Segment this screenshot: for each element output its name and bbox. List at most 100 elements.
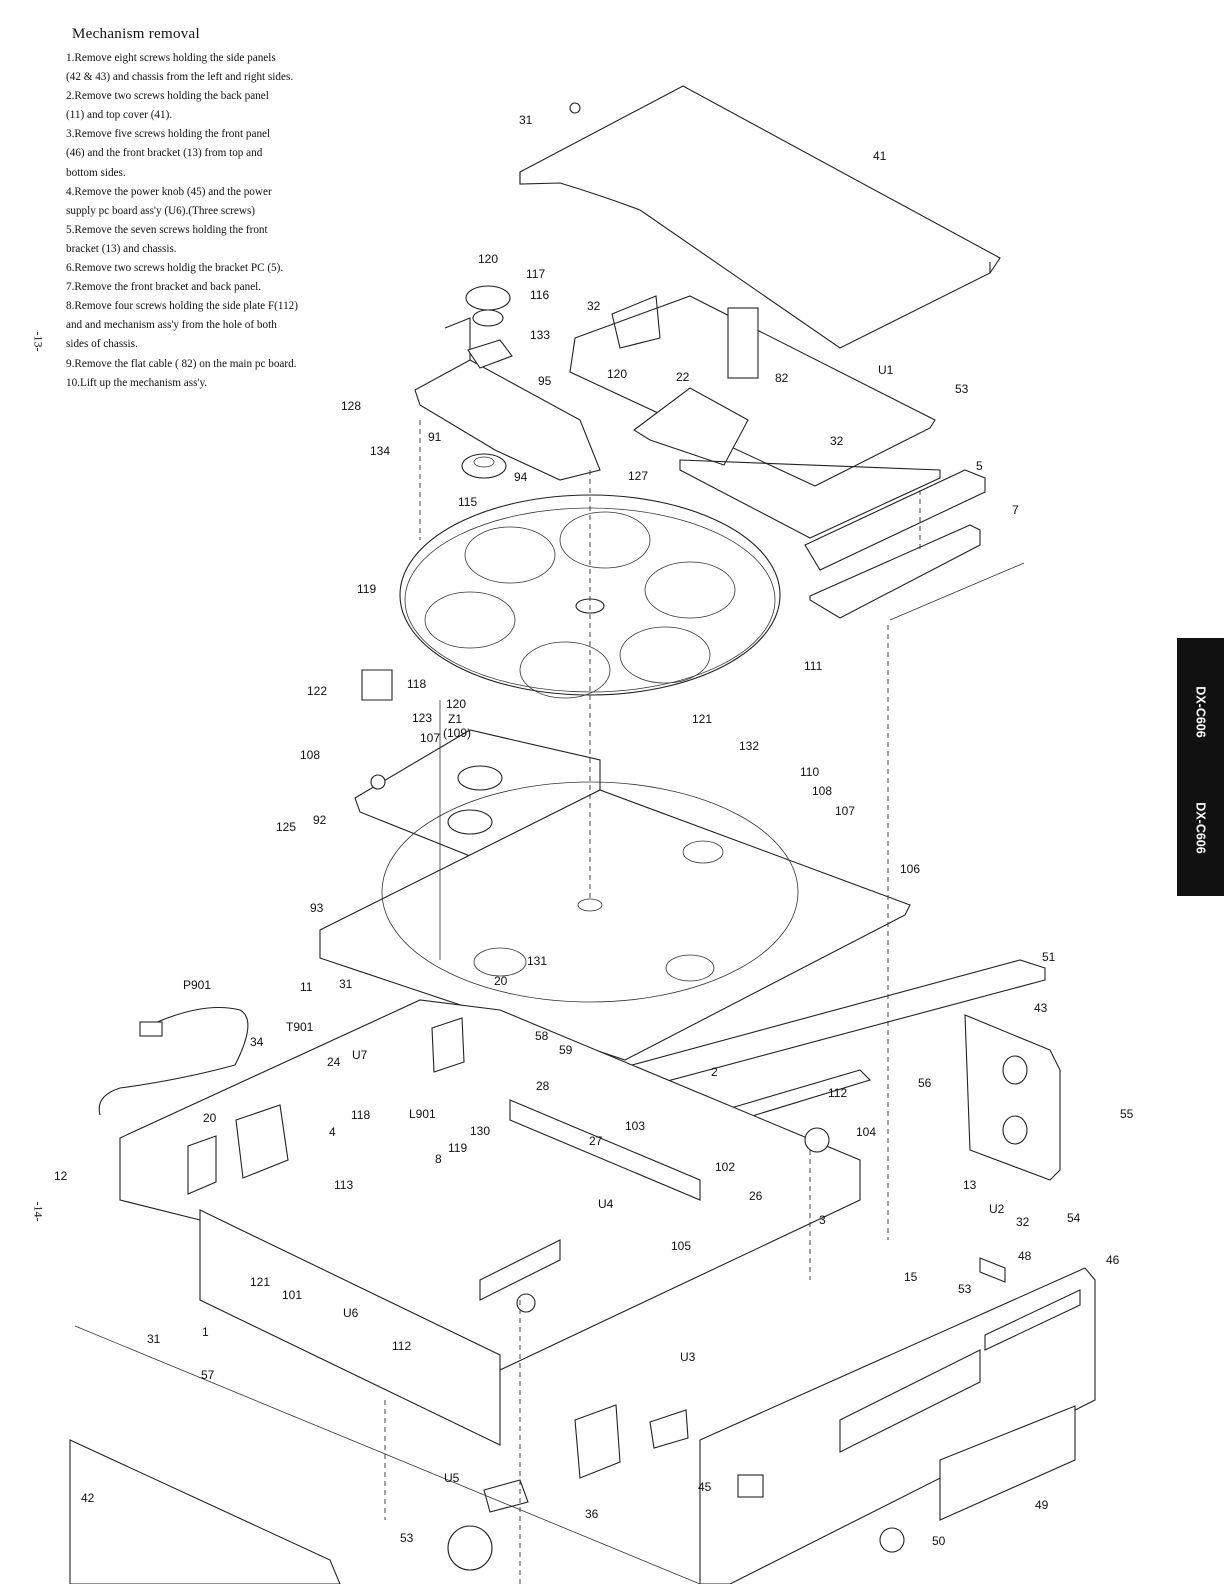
part-label: 43 bbox=[1034, 1001, 1048, 1015]
part-label: 132 bbox=[739, 739, 759, 753]
part-label: 118 bbox=[407, 677, 426, 691]
part-label: 20 bbox=[494, 974, 508, 988]
instruction-line: (46) and the front bracket (13) from top… bbox=[66, 147, 263, 160]
part-label: 49 bbox=[1035, 1498, 1049, 1512]
part-label: 15 bbox=[904, 1270, 918, 1284]
part-label: 5 bbox=[976, 459, 983, 473]
part-label: 24 bbox=[327, 1055, 341, 1069]
part-label: 41 bbox=[873, 149, 887, 163]
screw bbox=[569, 102, 581, 114]
part-label: T901 bbox=[286, 1020, 314, 1034]
model-tab: DX-C606 DX-C606 bbox=[1177, 638, 1224, 896]
bracket-pc bbox=[804, 469, 986, 571]
part-label: 11 bbox=[300, 980, 313, 994]
part-label: 133 bbox=[530, 328, 550, 342]
part-label: 91 bbox=[428, 430, 442, 444]
part-label: P901 bbox=[183, 978, 211, 992]
instruction-line: 1.Remove eight screws holding the side p… bbox=[66, 52, 276, 64]
part-label: (109) bbox=[443, 726, 471, 740]
part-label: 116 bbox=[530, 288, 549, 302]
part-label: 123 bbox=[412, 711, 432, 725]
mechanism-removal-instructions: Mechanism removal 1.Remove eight screws … bbox=[66, 26, 366, 393]
part-label: 31 bbox=[519, 113, 533, 127]
part-label: 134 bbox=[370, 444, 390, 458]
part-label: 4 bbox=[329, 1125, 336, 1139]
part-label: 93 bbox=[310, 901, 324, 915]
part-label: 27 bbox=[589, 1134, 603, 1148]
instruction-line: bottom sides. bbox=[66, 166, 126, 179]
instructions-list: 1.Remove eight screws holding the side p… bbox=[66, 49, 366, 393]
part-label: 59 bbox=[559, 1043, 573, 1057]
part-label: 127 bbox=[628, 469, 648, 483]
part-label: 104 bbox=[856, 1125, 876, 1139]
exploded-view-drawing bbox=[69, 85, 1096, 1584]
part-label: U3 bbox=[680, 1350, 696, 1364]
part-label: 46 bbox=[1106, 1253, 1120, 1267]
instruction-line: and and mechanism ass'y from the hole of… bbox=[66, 319, 277, 332]
part-label: 115 bbox=[458, 495, 477, 509]
part-label: 13 bbox=[963, 1178, 977, 1192]
part-label: 55 bbox=[1120, 1107, 1134, 1121]
part-label: 95 bbox=[538, 374, 552, 388]
part-label: U5 bbox=[444, 1471, 460, 1485]
part-label: U1 bbox=[878, 363, 894, 377]
part-label: U4 bbox=[598, 1197, 614, 1211]
part-label: 105 bbox=[671, 1239, 691, 1253]
part-label: 2 bbox=[711, 1065, 718, 1079]
part-label: 32 bbox=[1016, 1215, 1030, 1229]
part-label: 22 bbox=[676, 370, 690, 384]
part-label: 34 bbox=[250, 1035, 264, 1049]
part-label: 50 bbox=[932, 1534, 946, 1548]
part-label: 102 bbox=[715, 1160, 735, 1174]
instruction-line: 9.Remove the flat cable ( 82) on the mai… bbox=[66, 357, 297, 370]
part-label: 31 bbox=[147, 1332, 161, 1346]
part-label: 121 bbox=[692, 712, 712, 726]
part-label: 117 bbox=[526, 267, 545, 281]
part-label: 103 bbox=[625, 1119, 645, 1133]
part-label: 54 bbox=[1067, 1211, 1081, 1225]
part-label: 101 bbox=[282, 1288, 302, 1302]
back-panel bbox=[199, 1209, 501, 1446]
part-label: 58 bbox=[535, 1029, 549, 1043]
instruction-line: 2.Remove two screws holding the back pan… bbox=[66, 90, 269, 103]
power-cord bbox=[98, 1006, 249, 1116]
part-label: 53 bbox=[400, 1531, 414, 1545]
part-label: 107 bbox=[835, 804, 855, 818]
part-label: 8 bbox=[435, 1152, 442, 1166]
part-label: 12 bbox=[54, 1169, 68, 1183]
part-label: 112 bbox=[828, 1086, 847, 1100]
part-label: 108 bbox=[300, 748, 320, 762]
instruction-line: 10.Lift up the mechanism ass'y. bbox=[66, 376, 208, 389]
instruction-line: 4.Remove the power knob (45) and the pow… bbox=[66, 185, 272, 198]
part-label: 118 bbox=[351, 1108, 370, 1122]
side-panel-right bbox=[964, 1014, 1061, 1181]
mechanism-plate bbox=[414, 359, 601, 481]
chassis bbox=[119, 999, 861, 1371]
part-label: U2 bbox=[989, 1202, 1005, 1216]
instruction-line: bracket (13) and chassis. bbox=[66, 242, 177, 255]
part-label: 45 bbox=[698, 1480, 712, 1494]
part-label: 82 bbox=[775, 371, 789, 385]
part-label: 125 bbox=[276, 820, 296, 834]
part-label: 31 bbox=[339, 977, 353, 991]
part-label: 92 bbox=[313, 813, 327, 827]
part-label: 28 bbox=[536, 1079, 550, 1093]
part-label: L901 bbox=[409, 1107, 436, 1121]
part-label: 56 bbox=[918, 1076, 932, 1090]
instruction-line: 6.Remove two screws holdig the bracket P… bbox=[66, 262, 284, 275]
instruction-line: 5.Remove the seven screws holding the fr… bbox=[66, 223, 268, 236]
part-label: 107 bbox=[420, 731, 440, 745]
part-label: 48 bbox=[1018, 1249, 1032, 1263]
part-label: 119 bbox=[448, 1141, 467, 1155]
part-label: U6 bbox=[343, 1306, 359, 1320]
part-label: 110 bbox=[800, 765, 819, 779]
part-label: 20 bbox=[203, 1111, 217, 1125]
part-label: 120 bbox=[607, 367, 627, 381]
part-label: 108 bbox=[812, 784, 832, 798]
top-cover bbox=[519, 85, 1001, 349]
instructions-title: Mechanism removal bbox=[72, 26, 200, 42]
part-label: 36 bbox=[585, 1507, 599, 1521]
transformer bbox=[235, 1104, 289, 1179]
part-label: 113 bbox=[334, 1178, 353, 1192]
